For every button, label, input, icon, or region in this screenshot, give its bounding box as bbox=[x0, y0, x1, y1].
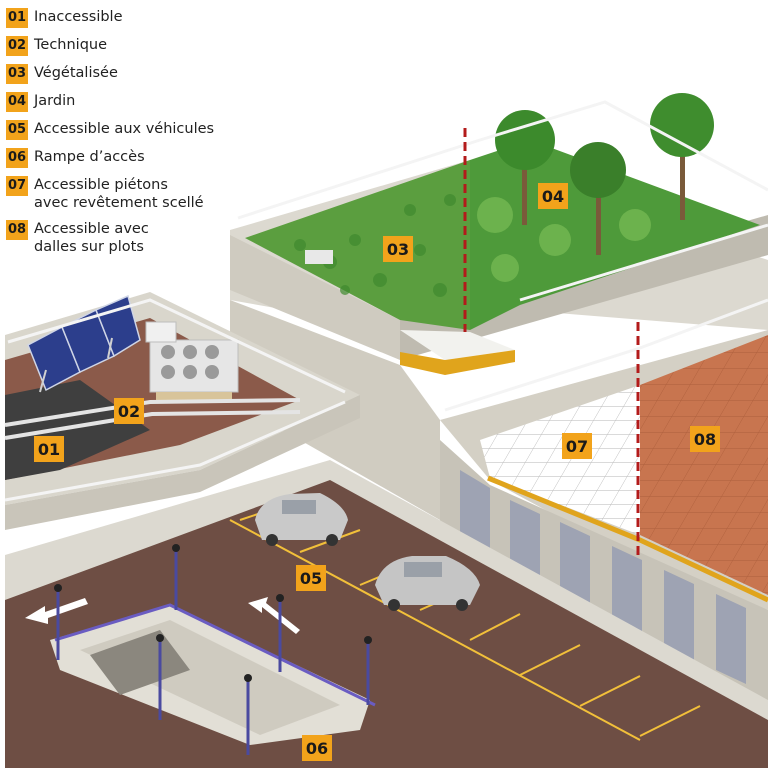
legend: 01 Inaccessible 02 Technique 03 Végétali… bbox=[6, 8, 214, 264]
svg-text:04: 04 bbox=[542, 187, 564, 206]
legend-label: Accessible avec dalles sur plots bbox=[34, 221, 149, 255]
garden-trees bbox=[477, 93, 714, 282]
zone-tag-08: 08 bbox=[690, 426, 720, 452]
legend-number: 01 bbox=[6, 8, 28, 28]
legend-item-02: 02 Technique bbox=[6, 36, 214, 56]
hvac-units bbox=[145, 321, 239, 402]
legend-label: Technique bbox=[34, 37, 108, 53]
solar-panels bbox=[27, 294, 141, 393]
legend-label: Rampe d’accès bbox=[34, 149, 145, 165]
legend-label: Accessible piétons avec revêtement scell… bbox=[34, 177, 204, 211]
legend-item-07: 07 Accessible piétons avec revêtement sc… bbox=[6, 176, 214, 212]
legend-number: 07 bbox=[6, 176, 28, 196]
svg-text:07: 07 bbox=[566, 437, 588, 456]
legend-number: 05 bbox=[6, 120, 28, 140]
zone-tag-02: 02 bbox=[114, 398, 144, 424]
paver-area bbox=[640, 335, 768, 595]
tile-edge-strip bbox=[487, 475, 768, 603]
lamp-posts bbox=[54, 544, 372, 755]
car-2 bbox=[375, 556, 480, 611]
legend-label: Végétalisée bbox=[34, 65, 118, 81]
sealed-tile-area bbox=[480, 385, 640, 535]
roof-ducts bbox=[4, 398, 301, 440]
legend-item-06: 06 Rampe d’accès bbox=[6, 148, 214, 168]
legend-item-05: 05 Accessible aux véhicules bbox=[6, 120, 214, 140]
svg-text:02: 02 bbox=[118, 402, 140, 421]
zone-tag-06: 06 bbox=[302, 735, 332, 761]
green-roof-wall bbox=[230, 235, 400, 360]
legend-item-04: 04 Jardin bbox=[6, 92, 214, 112]
legend-label: Inaccessible bbox=[34, 9, 123, 25]
zone-tag-07: 07 bbox=[562, 433, 592, 459]
zone-tag-05: 05 bbox=[296, 565, 326, 591]
svg-text:05: 05 bbox=[300, 569, 322, 588]
svg-text:03: 03 bbox=[387, 240, 409, 259]
green-roof-drain-layer bbox=[400, 350, 515, 375]
ramp-railing bbox=[54, 603, 376, 707]
upper-railing bbox=[237, 100, 768, 220]
legend-number: 04 bbox=[6, 92, 28, 112]
legend-item-01: 01 Inaccessible bbox=[6, 8, 214, 28]
technical-railing-front bbox=[4, 400, 346, 502]
legend-number: 08 bbox=[6, 220, 28, 240]
zone-tag-03: 03 bbox=[383, 236, 413, 262]
legend-item-08: 08 Accessible avec dalles sur plots bbox=[6, 220, 214, 256]
green-roof-section bbox=[400, 330, 515, 360]
car-1 bbox=[255, 493, 348, 546]
legend-item-03: 03 Végétalisée bbox=[6, 64, 214, 84]
legend-number: 02 bbox=[6, 36, 28, 56]
technical-railing bbox=[7, 298, 346, 394]
terrace-railing bbox=[444, 298, 768, 412]
roof-vent bbox=[305, 250, 333, 264]
legend-label: Accessible aux véhicules bbox=[34, 121, 215, 137]
zone-tag-01: 01 bbox=[34, 436, 64, 462]
upper-railing-front bbox=[519, 223, 768, 302]
legend-number: 06 bbox=[6, 148, 28, 168]
legend-label: Jardin bbox=[34, 93, 76, 109]
access-ramp-entrance bbox=[90, 630, 190, 695]
svg-text:01: 01 bbox=[38, 440, 60, 459]
svg-text:08: 08 bbox=[694, 430, 716, 449]
svg-text:06: 06 bbox=[306, 739, 328, 758]
technical-roof-front bbox=[5, 395, 360, 530]
sedum-texture bbox=[294, 194, 456, 297]
legend-number: 03 bbox=[6, 64, 28, 84]
zone-tag-04: 04 bbox=[538, 183, 568, 209]
